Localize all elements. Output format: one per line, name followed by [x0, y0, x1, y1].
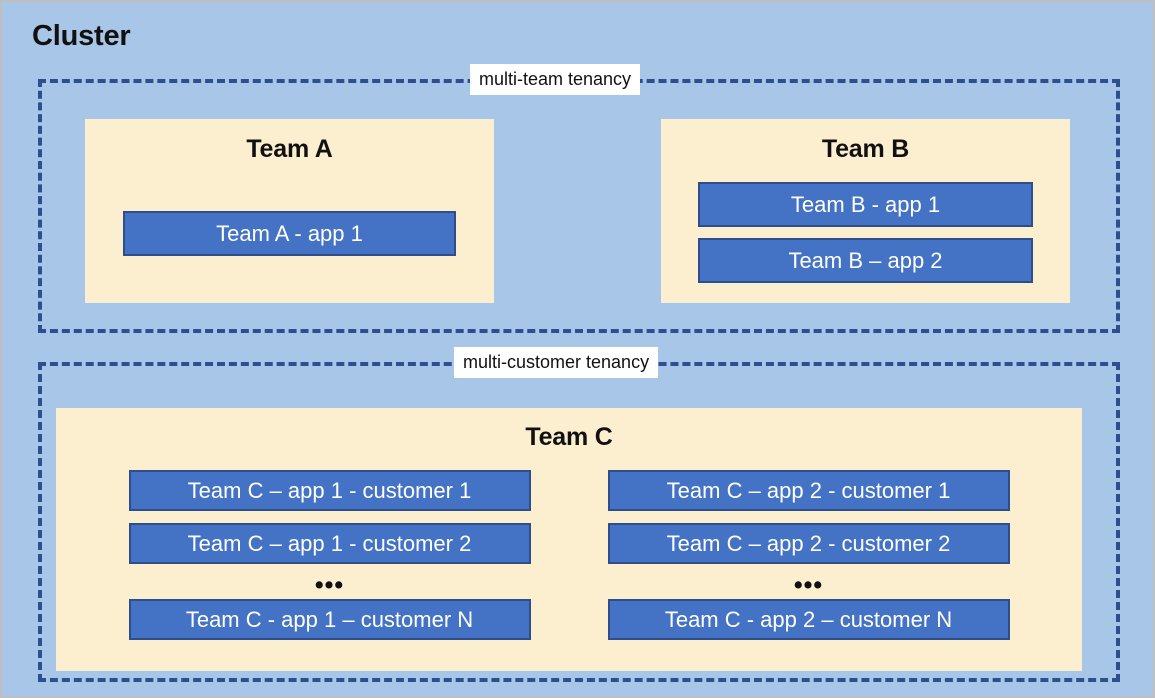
app-box-team-c-app-1-customer-1[interactable]: Team C – app 1 - customer 1 [128, 470, 531, 511]
app-box-team-c-app-1-customer-n[interactable]: Team C - app 1 – customer N [128, 599, 531, 640]
app-box-team-c-app-1-customer-2[interactable]: Team C – app 1 - customer 2 [128, 523, 531, 564]
app-grid-team-c: Team C – app 1 - customer 1 Team C – app… [56, 470, 1082, 640]
team-title-team-a: Team A [246, 135, 333, 163]
app-list-team-b: Team B - app 1 Team B – app 2 [698, 182, 1033, 283]
team-title-team-c: Team C [525, 423, 613, 451]
app-box-team-c-app-2-customer-2[interactable]: Team C – app 2 - customer 2 [607, 523, 1010, 564]
app-box-team-b-app-2[interactable]: Team B – app 2 [698, 238, 1033, 283]
app-box-team-b-app-1[interactable]: Team B - app 1 [698, 182, 1033, 227]
team-box-team-a: Team A Team A - app 1 [85, 119, 494, 303]
ellipsis-team-c-app-2: ••• [793, 571, 824, 599]
app-box-team-c-app-2-customer-n[interactable]: Team C - app 2 – customer N [607, 599, 1010, 640]
team-box-team-c: Team C Team C – app 1 - customer 1 Team … [56, 408, 1082, 671]
app-box-team-c-app-2-customer-1[interactable]: Team C – app 2 - customer 1 [607, 470, 1010, 511]
tenancy-label-multi-customer: multi-customer tenancy [454, 347, 659, 378]
tenancy-label-multi-team: multi-team tenancy [470, 64, 641, 95]
app-column-team-c-app-1: Team C – app 1 - customer 1 Team C – app… [128, 470, 531, 640]
app-list-team-a: Team A - app 1 [123, 211, 456, 256]
ellipsis-team-c-app-1: ••• [314, 571, 345, 599]
app-column-team-c-app-2: Team C – app 2 - customer 1 Team C – app… [607, 470, 1010, 640]
team-title-team-b: Team B [821, 135, 910, 163]
app-box-team-a-app-1[interactable]: Team A - app 1 [123, 211, 456, 256]
cluster-title: Cluster [32, 20, 131, 52]
team-box-team-b: Team B Team B - app 1 Team B – app 2 [661, 119, 1070, 303]
